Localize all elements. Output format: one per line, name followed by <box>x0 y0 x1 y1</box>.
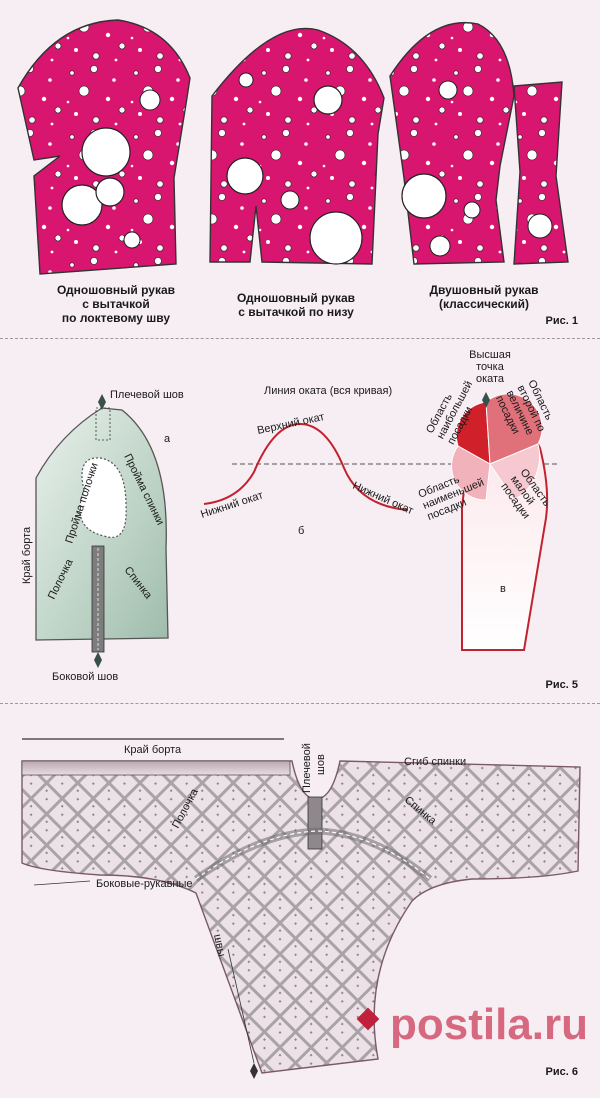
svg-text:точка: точка <box>476 361 505 373</box>
svg-text:Двушовный рукав: Двушовный рукав <box>429 283 538 297</box>
divider <box>0 703 600 704</box>
front-edge-label: Край борта <box>21 526 33 584</box>
sleeve-2-caption: Одношовный рукав с вытачкой по низу <box>237 291 355 319</box>
sleeve-one-seam-elbow-dart <box>17 19 191 275</box>
divider <box>0 338 600 339</box>
side-seam-label: Боковой шов <box>52 671 118 683</box>
bodice-armhole-diagram: Плечевой шов а Боковой шов Край борта Пр… <box>21 389 184 683</box>
figure-1-sleeves: Одношовный рукав с вытачкой по локтевому… <box>0 0 600 338</box>
figure-5-armhole-and-cap: Плечевой шов а Боковой шов Край борта Пр… <box>0 338 600 703</box>
svg-text:с вытачкой по низу: с вытачкой по низу <box>238 305 354 319</box>
upper-cap-label: Верхний окат <box>256 411 325 437</box>
svg-text:(классический): (классический) <box>439 297 529 311</box>
lower-cap-right-label: Нижний окат <box>351 480 415 517</box>
svg-text:Одношовный рукав: Одношовный рукав <box>57 283 175 297</box>
svg-text:Высшая: Высшая <box>469 349 511 361</box>
back-fold-label: Сгиб спинки <box>404 756 466 768</box>
panel-a-letter: а <box>164 433 171 445</box>
svg-text:postila.ru: postila.ru <box>390 1000 588 1049</box>
sleeve-one-seam-hem-dart <box>209 27 385 265</box>
sleeve-3-caption: Двушовный рукав (классический) <box>429 283 538 311</box>
second-ease-label: Область второй по величине посадки <box>493 378 555 437</box>
shoulder-seam-label: Плечевой шов <box>110 389 184 401</box>
front-edge-label: Край борта <box>124 744 182 756</box>
svg-text:оката: оката <box>476 373 505 385</box>
svg-text:Одношовный рукав: Одношовный рукав <box>237 291 355 305</box>
side-sleeve-seams-label: Боковые-рукавные <box>96 878 193 890</box>
figure-5-caption: Рис. 5 <box>546 679 578 691</box>
svg-text:с вытачкой: с вытачкой <box>82 297 149 311</box>
kimono-sleeve-pattern <box>21 738 581 1079</box>
figure-6-caption: Рис. 6 <box>546 1066 578 1078</box>
shoulder-seam-label: Плечевой шов <box>301 743 327 793</box>
panel-b-letter: б <box>298 525 304 537</box>
seams-label: швы <box>211 933 227 958</box>
figure-6-kimono-pattern: Край борта Плечевой шов Сгиб спинки Поло… <box>0 703 600 1098</box>
cap-line-label: Линия оката (вся кривая) <box>264 385 392 397</box>
sleeve-ease-zones-diagram: Высшая точка оката Область наибольшей по… <box>417 349 555 651</box>
sleeve-1-caption: Одношовный рукав с вытачкой по локтевому… <box>57 283 175 325</box>
figure-1-caption: Рис. 1 <box>546 315 578 327</box>
svg-text:шов: шов <box>315 754 327 775</box>
sleeve-two-seam-classic <box>389 22 569 265</box>
svg-text:по локтевому шву: по локтевому шву <box>62 311 170 325</box>
panel-c-letter: в <box>500 583 506 595</box>
svg-text:Плечевой: Плечевой <box>301 743 313 793</box>
watermark: postila.ru <box>356 1000 588 1049</box>
